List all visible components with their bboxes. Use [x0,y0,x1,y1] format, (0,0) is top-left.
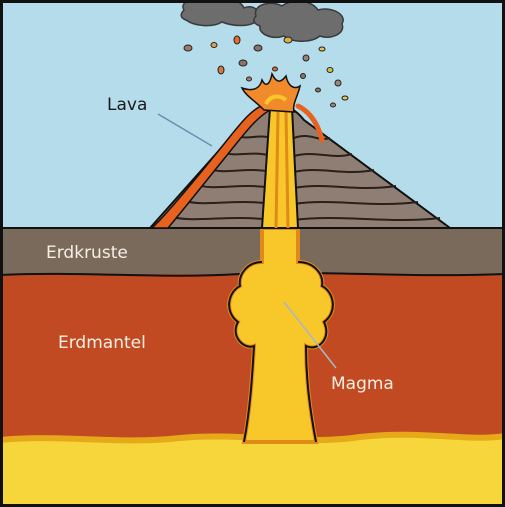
label-magma: Magma [331,374,394,394]
label-mantle: Erdmantel [58,333,146,353]
label-lava: Lava [107,95,147,115]
label-crust: Erdkruste [46,243,128,263]
molten-layer [0,435,505,507]
